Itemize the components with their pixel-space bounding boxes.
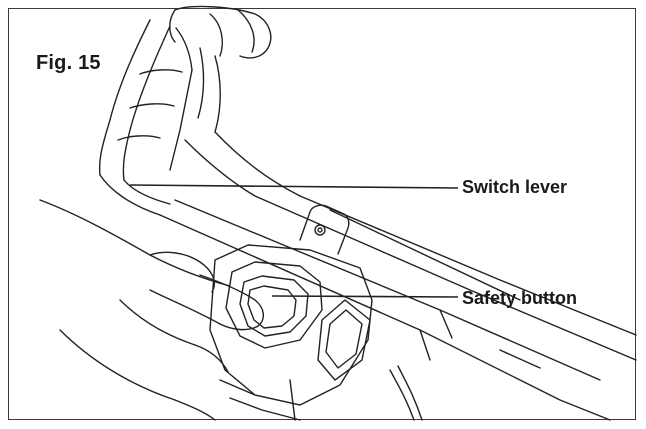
safety-button-housing <box>209 244 373 421</box>
lower-hand-sketch <box>39 199 264 421</box>
upper-hand-sketch <box>169 5 272 59</box>
cable-line <box>389 369 415 421</box>
figure-frame <box>8 8 636 420</box>
screw-tab <box>299 204 350 255</box>
switch-lever-label: Switch lever <box>462 177 568 197</box>
safety-button-leader-line <box>271 295 459 298</box>
figure-title: Fig. 15 <box>36 52 101 74</box>
safety-button-label: Safety button <box>462 288 577 308</box>
switch-lever-leader-line <box>129 184 459 189</box>
handle-bar <box>159 195 637 421</box>
switch-lever-shape <box>98 19 301 216</box>
